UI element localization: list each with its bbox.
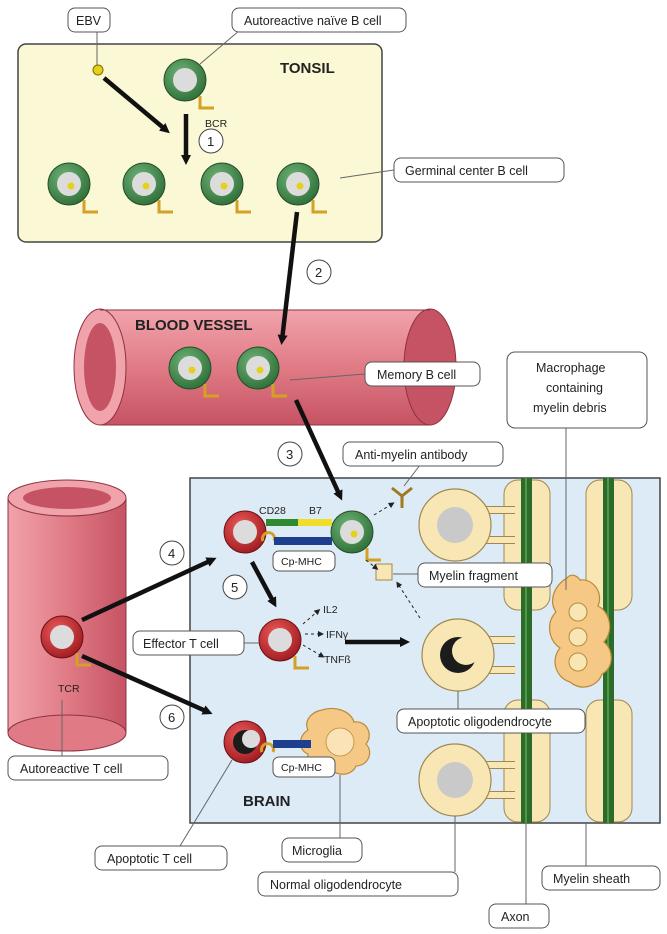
- b7-label: B7: [309, 505, 322, 517]
- memory-b-cell-2: [236, 346, 287, 398]
- myelin-fragment-label: Myelin fragment: [429, 569, 518, 583]
- tcr-label: TCR: [58, 683, 80, 695]
- effector-t-cell: [258, 618, 309, 670]
- svg-text:2: 2: [315, 265, 322, 280]
- microglia-label: Microglia: [292, 844, 342, 858]
- macrophage: [549, 574, 612, 688]
- brain-label: BRAIN: [243, 793, 291, 810]
- oligodendrocyte-top: [418, 488, 515, 562]
- germinal-center-b-cell-label: Germinal center B cell: [405, 164, 528, 178]
- memory-b-cell-1: [168, 346, 219, 398]
- svg-text:5: 5: [231, 580, 238, 595]
- germinal-b-cell-4: [276, 162, 327, 214]
- autoreactive-t-cell: [40, 615, 91, 667]
- vertical-vessel: [7, 479, 127, 752]
- germinal-b-cell-3: [200, 162, 251, 214]
- axon-label: Axon: [501, 910, 530, 924]
- germinal-b-cell-2: [122, 162, 173, 214]
- anti-myelin-antibody: [391, 486, 413, 508]
- ifny-label: IFNγ: [326, 629, 349, 641]
- blood-vessel-label: BLOOD VESSEL: [135, 317, 253, 334]
- naive-b-cell-label: Autoreactive naïve B cell: [244, 14, 382, 28]
- step-3: 3: [277, 441, 303, 467]
- step-6: 6: [159, 704, 185, 730]
- macrophage-label-line2: containing: [546, 381, 603, 395]
- cp-mhc-label-top: Cp-MHC: [281, 556, 322, 568]
- tnfb-label: TNFß: [324, 654, 351, 666]
- oligodendrocyte-normal: [418, 743, 515, 817]
- myelin-fragment: [375, 563, 393, 581]
- effector-t-cell-label: Effector T cell: [143, 637, 219, 651]
- bcr-label: BCR: [205, 118, 228, 130]
- apoptotic-oligodendrocyte-label: Apoptotic oligodendrocyte: [408, 715, 552, 729]
- memory-b-cell-label: Memory B cell: [377, 368, 456, 382]
- normal-oligodendrocyte-label: Normal oligodendrocyte: [270, 878, 402, 892]
- arrows: [81, 76, 421, 715]
- cp-mhc-label-bottom: Cp-MHC: [281, 762, 322, 774]
- tonsil-label: TONSIL: [280, 60, 335, 77]
- myelin-sheath-label: Myelin sheath: [553, 872, 630, 886]
- cd28-label: CD28: [259, 505, 286, 517]
- svg-text:1: 1: [207, 134, 214, 149]
- step-1: 1: [198, 128, 224, 154]
- autoreactive-t-cell-label: Autoreactive T cell: [20, 762, 122, 776]
- anti-myelin-antibody-label: Anti-myelin antibody: [355, 448, 468, 462]
- apoptotic-t-cell-label: Apoptotic T cell: [107, 852, 192, 866]
- il2-label: IL2: [323, 604, 338, 616]
- svg-text:6: 6: [168, 710, 175, 725]
- step-2: 2: [306, 259, 332, 285]
- svg-text:4: 4: [168, 546, 175, 561]
- naive-b-cell: [163, 58, 214, 110]
- step-5: 5: [222, 574, 248, 600]
- step-4: 4: [159, 540, 185, 566]
- brain-b-cell: [330, 510, 381, 562]
- ebv-label: EBV: [76, 14, 102, 28]
- ebv-particle: [92, 64, 104, 76]
- macrophage-label-line3: myelin debris: [533, 401, 607, 415]
- macrophage-label-line1: Macrophage: [536, 361, 606, 375]
- svg-text:3: 3: [286, 447, 293, 462]
- apoptotic-t-cell: [223, 720, 311, 764]
- activated-t-cell: [223, 510, 332, 554]
- germinal-b-cell-1: [47, 162, 98, 214]
